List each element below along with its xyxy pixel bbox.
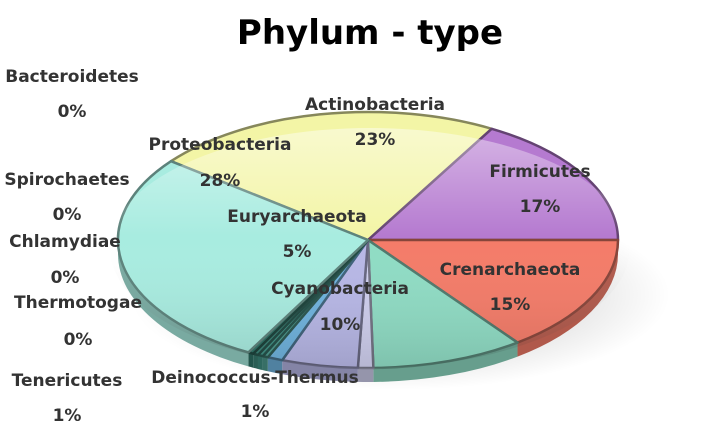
- slice-name-spirochaetes: Spirochaetes: [4, 170, 129, 190]
- chart-title: Phylum - type: [237, 13, 503, 53]
- slice-label-bacteroidetes: 0%: [58, 102, 87, 122]
- slice-label-chlamydiae: 0%: [51, 268, 80, 288]
- slice-name-thermotogae: Thermotogae: [14, 293, 142, 313]
- slice-label-actinobacteria: 23%: [355, 130, 396, 150]
- slice-label-tenericutes: 1%: [53, 406, 82, 426]
- slice-name-bacteroidetes: Bacteroidetes: [5, 67, 139, 87]
- slice-label-spirochaetes: 0%: [53, 205, 82, 225]
- slice-name-firmicutes: Firmicutes: [489, 162, 590, 182]
- slice-wall-deinococcus-thermus: [357, 367, 374, 382]
- slice-label-crenarchaeota: 15%: [490, 295, 531, 315]
- slice-label-thermotogae: 0%: [64, 330, 93, 350]
- slice-label-firmicutes: 17%: [520, 197, 561, 217]
- slice-name-actinobacteria: Actinobacteria: [305, 95, 445, 115]
- slice-label-euryarchaeota: 5%: [283, 242, 312, 262]
- slice-name-cyanobacteria: Cyanobacteria: [271, 279, 409, 299]
- slice-label-proteobacteria: 28%: [200, 171, 241, 191]
- slice-name-proteobacteria: Proteobacteria: [149, 135, 292, 155]
- slice-name-crenarchaeota: Crenarchaeota: [440, 260, 581, 280]
- slice-name-tenericutes: Tenericutes: [12, 371, 123, 391]
- slice-name-chlamydiae: Chlamydiae: [9, 232, 121, 252]
- slice-label-deinococcus-thermus: 1%: [241, 402, 270, 422]
- slice-name-deinococcus-thermus: Deinococcus-Thermus: [151, 368, 359, 388]
- slice-name-euryarchaeota: Euryarchaeota: [227, 207, 367, 227]
- slice-label-cyanobacteria: 10%: [320, 315, 361, 335]
